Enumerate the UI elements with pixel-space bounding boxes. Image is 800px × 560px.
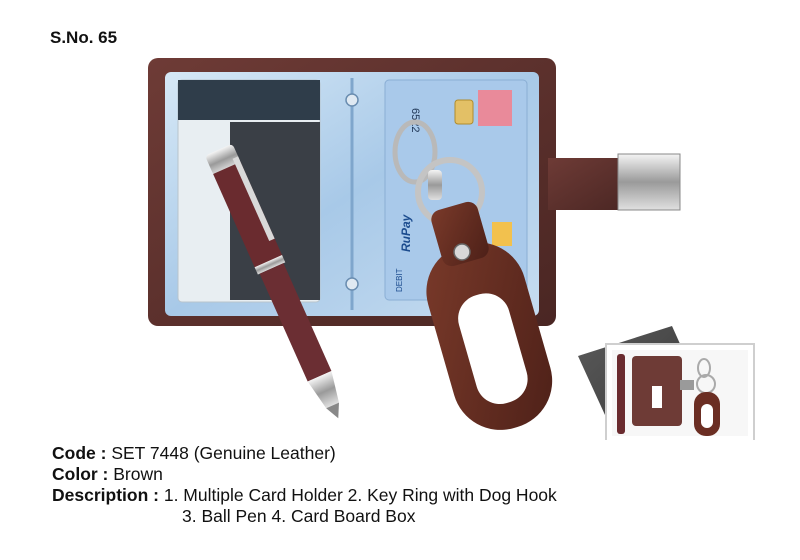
code-label: Code :	[52, 443, 107, 463]
rupay-logo: RuPay	[399, 213, 413, 252]
product-photo: first 6522 RuPay DEBIT	[148, 58, 755, 440]
description-label: Description :	[52, 485, 159, 505]
ball-pen	[206, 144, 339, 419]
color-value: Brown	[108, 464, 163, 484]
key-ring	[392, 119, 553, 430]
description-row: Description : 1. Multiple Card Holder 2.…	[52, 485, 557, 506]
card-debit-label: DEBIT	[395, 268, 404, 292]
gift-box-thumbnail	[578, 326, 755, 440]
description-line-2: 3. Ball Pen 4. Card Board Box	[182, 506, 416, 526]
code-row: Code : SET 7448 (Genuine Leather)	[52, 443, 557, 464]
color-row: Color : Brown	[52, 464, 557, 485]
serial-number: S.No. 65	[50, 28, 118, 47]
product-specs: Code : SET 7448 (Genuine Leather) Color …	[52, 443, 557, 527]
color-label: Color :	[52, 464, 109, 484]
code-value: SET 7448 (Genuine Leather)	[106, 443, 336, 463]
description-row-2: 3. Ball Pen 4. Card Board Box	[52, 506, 557, 527]
description-line-1: 1. Multiple Card Holder 2. Key Ring with…	[158, 485, 557, 505]
